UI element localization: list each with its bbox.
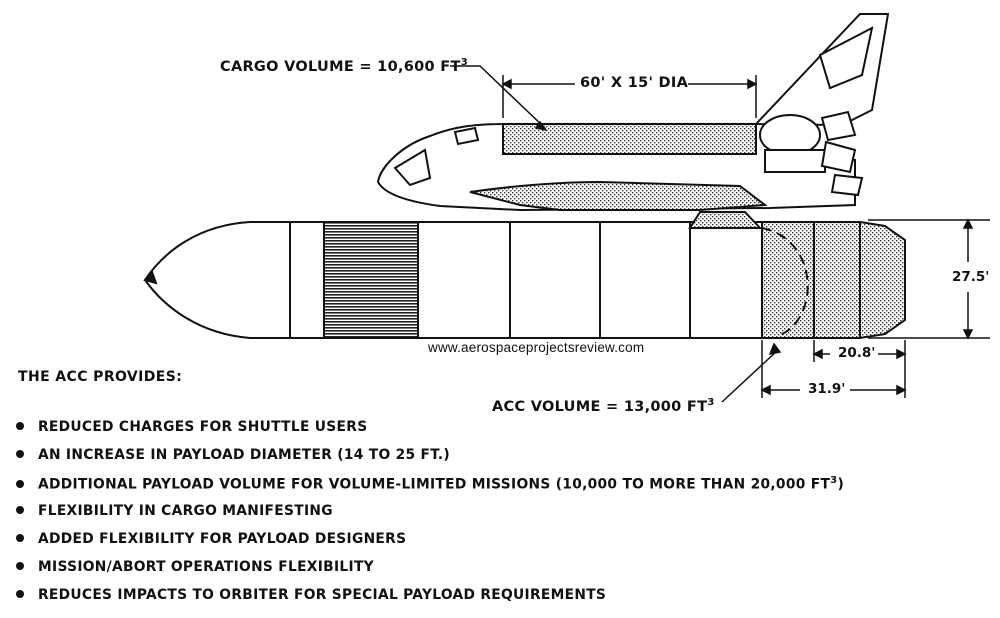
dimension-lines bbox=[450, 65, 990, 403]
orbiter bbox=[376, 13, 890, 229]
list-item-tail: ) bbox=[837, 476, 845, 493]
acc-section-1 bbox=[761, 221, 815, 339]
tank-section-3 bbox=[509, 221, 601, 339]
list-item: AN INCREASE IN PAYLOAD DIAMETER (14 TO 2… bbox=[16, 447, 450, 463]
bullet-icon bbox=[16, 479, 24, 488]
list-item-text: AN INCREASE IN PAYLOAD DIAMETER (14 TO 2… bbox=[38, 447, 451, 463]
list-heading: THE ACC PROVIDES: bbox=[18, 369, 183, 385]
tank-intertank bbox=[323, 221, 419, 339]
tank-diameter-label: 27.5' bbox=[952, 269, 990, 285]
cargo-volume-label: CARGO VOLUME = 10,600 FT3 bbox=[220, 57, 468, 75]
acc-length-inner-label: 20.8' bbox=[838, 345, 876, 361]
bullet-icon bbox=[16, 506, 24, 514]
bullet-icon bbox=[16, 562, 24, 570]
list-item: ADDITIONAL PAYLOAD VOLUME FOR VOLUME-LIM… bbox=[16, 475, 844, 493]
tank-nose-tip bbox=[143, 270, 158, 285]
external-tank bbox=[143, 221, 763, 339]
list-item-text: MISSION/ABORT OPERATIONS FLEXIBILITY bbox=[38, 559, 374, 575]
bullet-icon bbox=[16, 534, 24, 542]
aft-cargo-carrier bbox=[761, 220, 906, 340]
tank-section-4 bbox=[599, 221, 691, 339]
cargo-volume-text: CARGO VOLUME = 10,600 FT bbox=[220, 58, 461, 75]
acc-length-outer-label: 31.9' bbox=[808, 381, 846, 397]
list-item-text: ADDED FLEXIBILITY FOR PAYLOAD DESIGNERS bbox=[38, 531, 407, 547]
tank-nose bbox=[143, 221, 291, 339]
bullet-icon bbox=[16, 422, 24, 430]
bullet-icon bbox=[16, 450, 24, 458]
aft-body bbox=[764, 149, 826, 173]
website-watermark: www.aerospaceprojectsreview.com bbox=[428, 340, 645, 355]
acc-volume-text: ACC VOLUME = 13,000 FT bbox=[492, 398, 708, 415]
cargo-volume-exponent: 3 bbox=[460, 57, 468, 68]
main-engines bbox=[820, 110, 864, 197]
list-item-text: REDUCED CHARGES FOR SHUTTLE USERS bbox=[38, 419, 368, 435]
list-item: MISSION/ABORT OPERATIONS FLEXIBILITY bbox=[16, 559, 374, 575]
list-item-text: FLEXIBILITY IN CARGO MANIFESTING bbox=[38, 503, 333, 519]
list-item-exponent: 3 bbox=[830, 475, 838, 486]
acc-section-2 bbox=[813, 221, 861, 339]
acc-volume-exponent: 3 bbox=[707, 397, 715, 408]
acc-internal-dome bbox=[761, 227, 809, 337]
bay-dimensions-label: 60' X 15' DIA bbox=[580, 75, 689, 91]
acc-volume-label: ACC VOLUME = 13,000 FT3 bbox=[492, 397, 715, 415]
list-item: REDUCED CHARGES FOR SHUTTLE USERS bbox=[16, 419, 367, 435]
list-item-text: REDUCES IMPACTS TO ORBITER FOR SPECIAL P… bbox=[38, 587, 607, 603]
orbiter-nose-window bbox=[393, 148, 432, 187]
list-item: ADDED FLEXIBILITY FOR PAYLOAD DESIGNERS bbox=[16, 531, 406, 547]
tank-section-2 bbox=[417, 221, 511, 339]
orbiter-wing bbox=[469, 180, 768, 211]
tank-section-1 bbox=[289, 221, 325, 339]
orbiter-cockpit bbox=[453, 126, 480, 146]
tail-rudder bbox=[818, 26, 874, 90]
acc-aft-dome bbox=[859, 220, 906, 340]
bullet-icon bbox=[16, 590, 24, 598]
list-item: REDUCES IMPACTS TO ORBITER FOR SPECIAL P… bbox=[16, 587, 606, 603]
list-item: FLEXIBILITY IN CARGO MANIFESTING bbox=[16, 503, 333, 519]
list-item-text: ADDITIONAL PAYLOAD VOLUME FOR VOLUME-LIM… bbox=[38, 476, 831, 493]
tank-section-5 bbox=[689, 221, 763, 339]
orbiter-attach-strut bbox=[688, 211, 763, 229]
